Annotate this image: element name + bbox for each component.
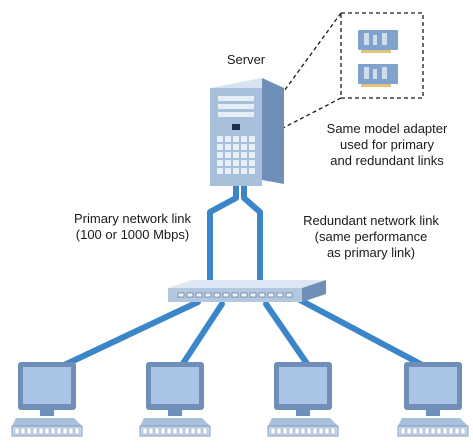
adapter-note-line-3: and redundant links: [330, 153, 444, 168]
workstations: [11, 362, 469, 437]
switch-top: [168, 280, 326, 288]
primary-link-line-1: Primary network link: [73, 211, 192, 226]
redundant-link-label: Redundant network link (same performance…: [286, 213, 456, 261]
desktop-computer-icon: [267, 362, 339, 437]
cable-workstation-3: [263, 301, 313, 371]
redundant-link-line-2: (same performance: [314, 229, 428, 244]
server-label: Server: [226, 52, 266, 67]
cable-workstation-1: [55, 299, 201, 371]
desktop-computer-icon: [397, 362, 469, 437]
primary-link-cable: [207, 183, 239, 287]
desktop-computer-icon: [11, 362, 83, 437]
adapter-note-line-2: used for primary: [340, 137, 434, 152]
cable-workstation-2: [177, 301, 225, 371]
server-drive-bays: [218, 96, 254, 117]
adapter-note-line-1: Same model adapter: [326, 121, 448, 136]
tower-server-icon: [210, 78, 284, 186]
primary-link-line-2: (100 or 1000 Mbps): [75, 227, 190, 242]
network-adapter-card-icon: [358, 30, 398, 53]
network-switch-icon: [168, 280, 326, 302]
cable-workstation-4: [297, 297, 431, 371]
redundant-link-line-1: Redundant network link: [303, 213, 439, 228]
switch-ports: [177, 292, 293, 298]
server-power-button: [232, 124, 240, 130]
desktop-computer-icon: [139, 362, 211, 437]
network-cables: [55, 183, 431, 371]
primary-link-label: Primary network link (100 or 1000 Mbps): [60, 211, 205, 243]
network-adapter-card-icon: [358, 64, 398, 87]
callout-line-bottom: [282, 97, 342, 129]
adapter-callout: [267, 12, 424, 129]
redundant-link-line-3: as primary link): [326, 245, 416, 260]
server-vent-grid: [217, 136, 255, 174]
adapter-note: Same model adapter used for primary and …: [322, 121, 452, 169]
redundant-link-cable: [241, 183, 263, 287]
server-side: [262, 78, 284, 184]
switch-side: [302, 280, 326, 302]
